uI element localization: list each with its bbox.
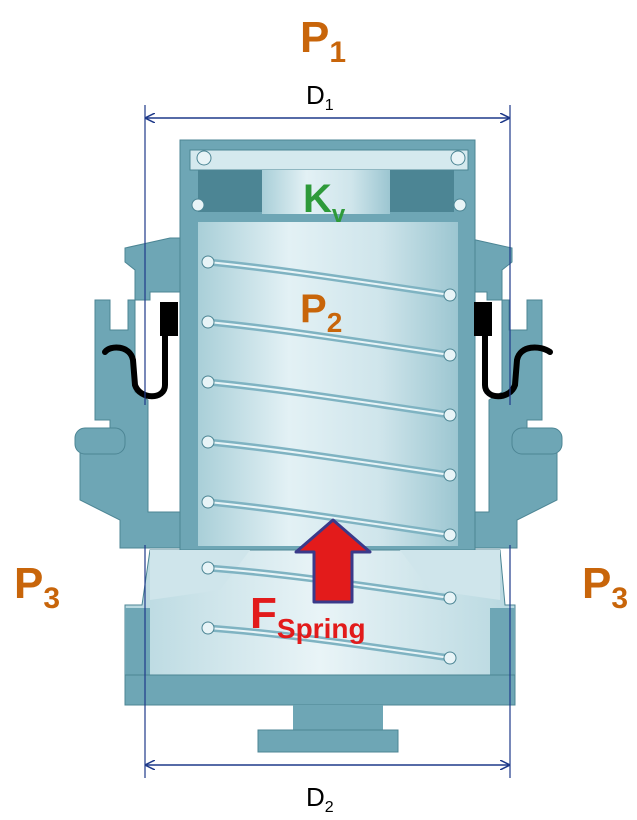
lower-coil-ends: [201, 561, 457, 665]
dimension-d1: [144, 105, 511, 405]
housing-left: [74, 237, 193, 549]
pressure-label-p1: P1: [300, 13, 346, 69]
dimension-label-d1: D1: [306, 80, 334, 114]
dimension-d2: [144, 545, 511, 778]
spring-coil-ends: [201, 255, 457, 542]
housing-right: [444, 237, 563, 549]
pressure-label-p3-left: P3: [14, 559, 60, 615]
seal-left-block: [160, 302, 178, 336]
upper-spring-highlights: [207, 261, 451, 536]
seal-right: [482, 307, 553, 400]
up-arrow-icon: [294, 518, 372, 604]
dimension-label-d2: D2: [306, 782, 334, 816]
pressure-label-p3-right: P3: [582, 559, 628, 615]
lower-chamber: [124, 549, 516, 753]
pressure-label-p2: P2: [300, 287, 342, 338]
seal-left: [102, 307, 168, 400]
seal-right-block: [474, 302, 492, 336]
flow-coefficient-label-kv: Kv: [303, 177, 346, 228]
spring-force-label: FSpring: [250, 589, 366, 644]
